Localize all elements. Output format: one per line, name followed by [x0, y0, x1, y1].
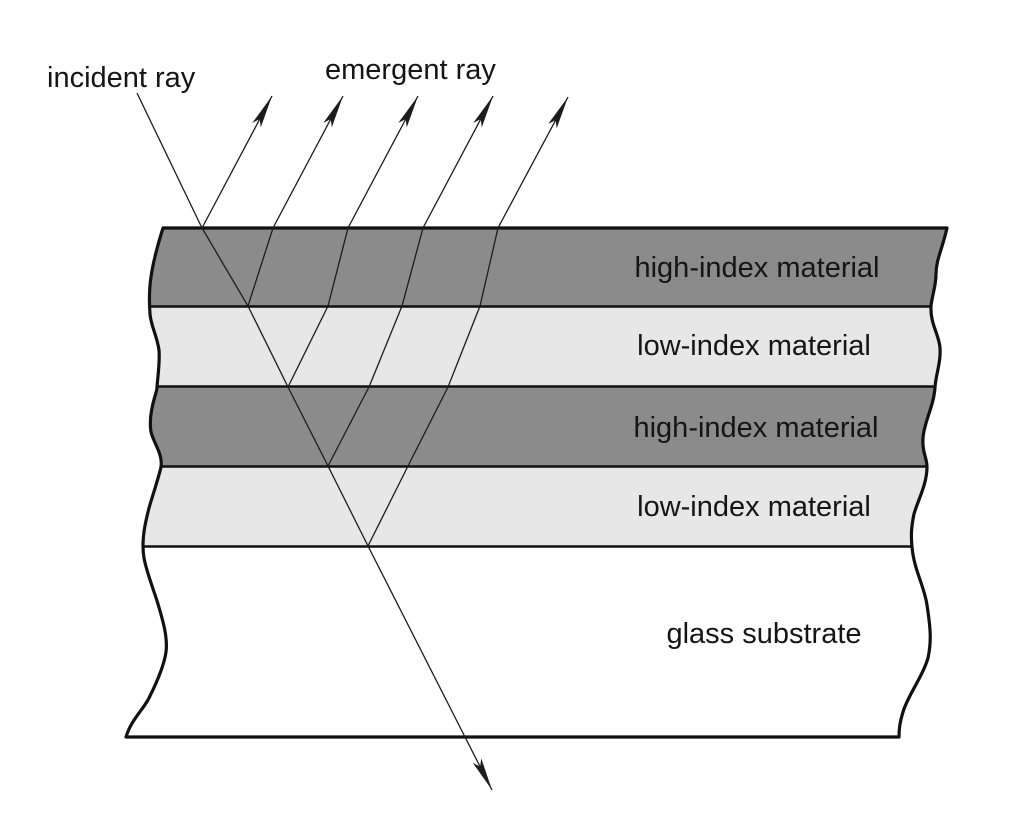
- layer-label-low-index-1: low-index material: [637, 330, 871, 362]
- stack-outline: [124, 226, 949, 739]
- ray-group: [136, 92, 569, 791]
- layer-label-high-index-2: high-index material: [633, 412, 878, 444]
- emergent-ray-4: [327, 95, 494, 467]
- incident-and-transmitted-ray: [136, 92, 493, 791]
- emergent-ray-2: [247, 95, 344, 307]
- emergent-ray-3: [287, 95, 419, 388]
- layer-label-low-index-2: low-index material: [637, 491, 871, 523]
- emergent-ray-label: emergent ray: [325, 54, 496, 86]
- layer-low-index-2: [126, 466, 947, 546]
- layer-high-index-1: [126, 228, 947, 307]
- incident-ray-label: incident ray: [47, 62, 196, 94]
- layer-fills: [126, 228, 947, 737]
- layer-glass-substrate: [126, 546, 947, 737]
- layer-label-glass-substrate: glass substrate: [666, 618, 861, 650]
- interface-lines: [126, 305, 947, 548]
- layer-high-index-2: [126, 387, 947, 466]
- layer-label-high-index-1: high-index material: [634, 252, 879, 284]
- emergent-ray-5: [367, 96, 569, 547]
- layer-low-index-1: [126, 307, 947, 387]
- emergent-ray-1: [201, 95, 273, 229]
